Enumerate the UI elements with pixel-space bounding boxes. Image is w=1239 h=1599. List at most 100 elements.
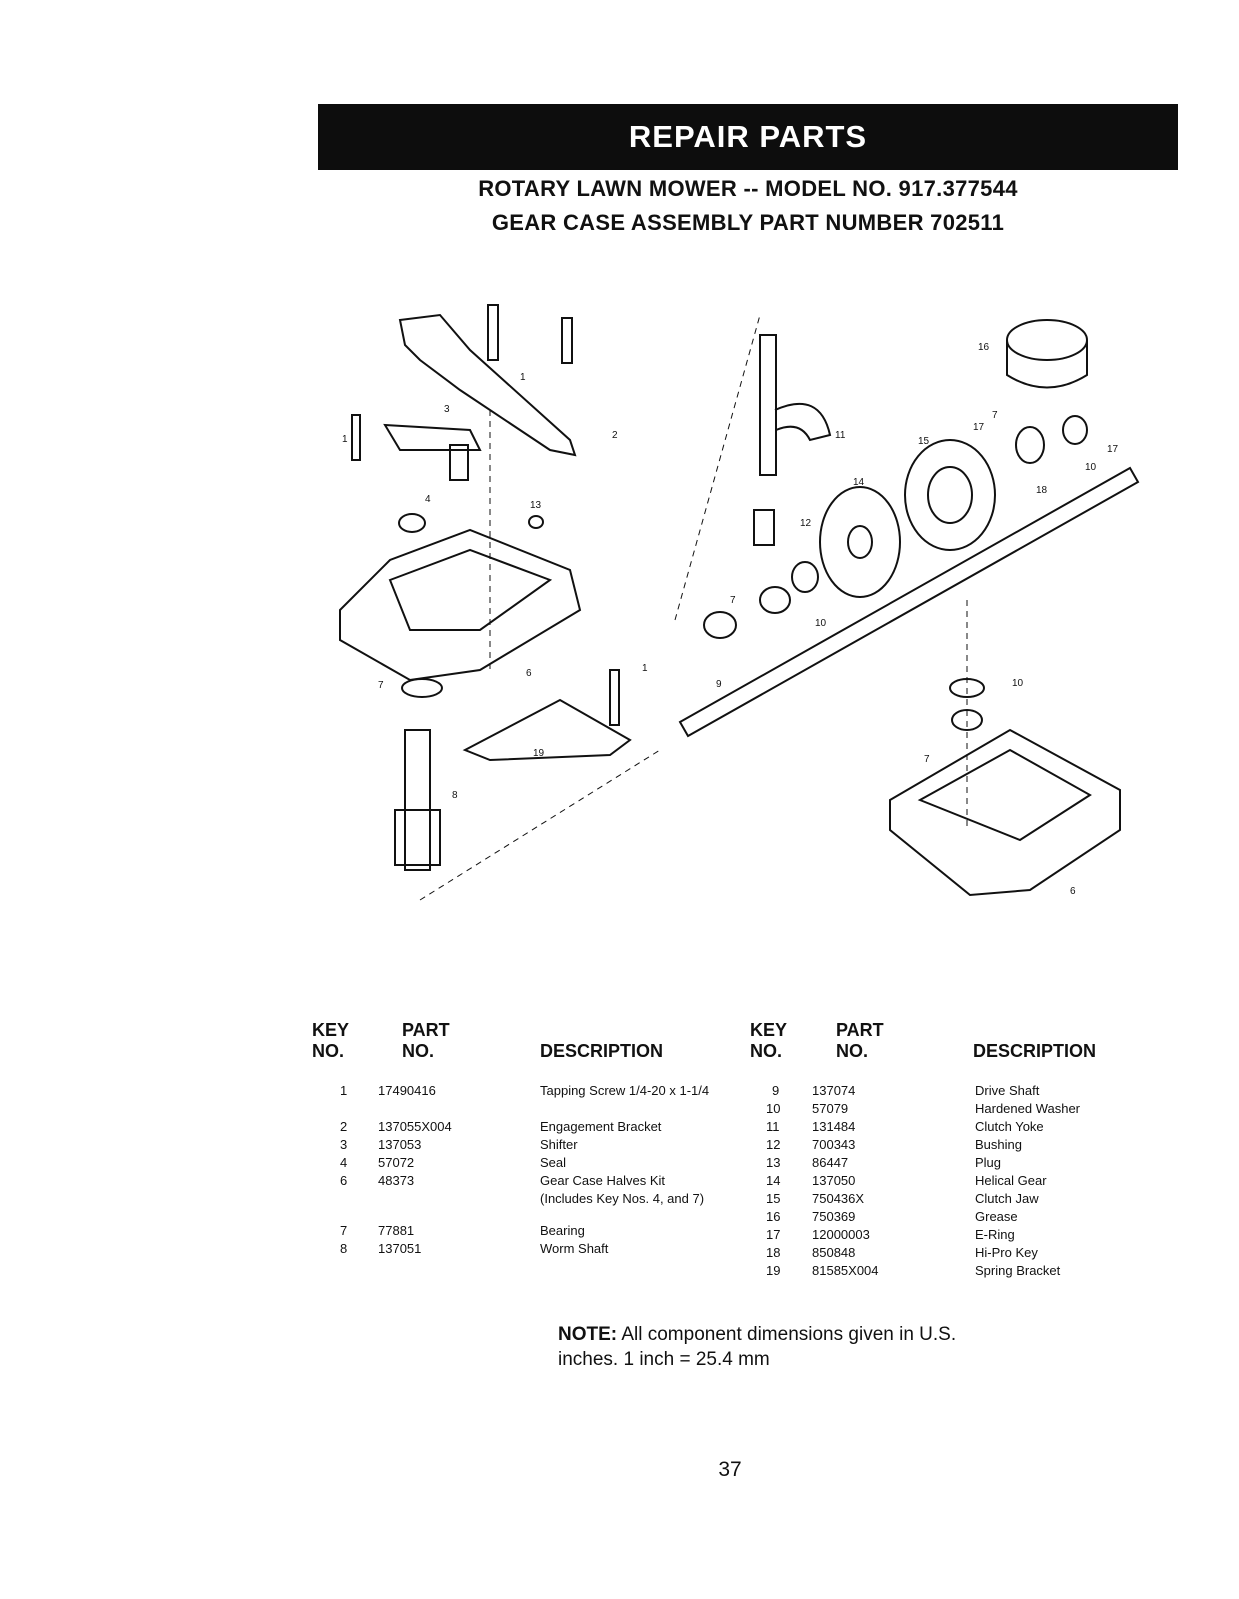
key-no: 7 — [340, 1223, 348, 1238]
bearing — [401, 678, 443, 698]
tapping-screw — [487, 304, 499, 361]
part-no: 48373 — [378, 1173, 415, 1188]
callout-label: 9 — [716, 679, 722, 690]
callout-label: 13 — [530, 500, 542, 511]
part-no: 750436X — [812, 1191, 865, 1206]
callout-label: 6 — [526, 668, 532, 679]
part-no: 131484 — [812, 1119, 856, 1134]
part-description: Grease — [975, 1209, 1018, 1224]
part-no: 137074 — [812, 1083, 856, 1098]
hardened-washer — [759, 586, 791, 614]
callout-label: 14 — [853, 477, 865, 488]
key-no: 9 — [772, 1083, 780, 1098]
key-no: 12 — [766, 1137, 781, 1152]
key-no: 1 — [340, 1083, 348, 1098]
part-no: 137050 — [812, 1173, 856, 1188]
part-no: 700343 — [812, 1137, 856, 1152]
part-description: Helical Gear — [975, 1173, 1047, 1188]
callout-label: 1 — [642, 663, 648, 674]
callout-label: 11 — [835, 430, 846, 441]
part-no: 81585X004 — [812, 1263, 879, 1278]
part-no: 850848 — [812, 1245, 856, 1260]
key-no: 14 — [766, 1173, 781, 1188]
callout-label: 8 — [452, 790, 458, 801]
part-description: Hardened Washer — [975, 1101, 1081, 1116]
part-description: Drive Shaft — [975, 1083, 1040, 1098]
callout-label: 7 — [992, 410, 998, 421]
part-no: 137053 — [378, 1137, 422, 1152]
gear-case-upper — [339, 528, 582, 682]
callout-label: 7 — [378, 680, 384, 691]
gear-case-lower — [889, 728, 1121, 897]
callout-label: 16 — [978, 342, 990, 353]
callout-label: 10 — [1085, 462, 1097, 473]
key-no-header: KEY NO. — [750, 1020, 787, 1061]
tapping-screw — [561, 317, 573, 364]
part-no: 86447 — [812, 1155, 849, 1170]
section-banner: REPAIR PARTS — [318, 104, 1178, 170]
key-no: 19 — [766, 1263, 781, 1278]
plug — [528, 515, 544, 529]
seal — [398, 513, 426, 533]
part-no: 77881 — [378, 1223, 415, 1238]
tapping-screw — [609, 669, 620, 726]
part-description: Gear Case Halves Kit (Includes Key Nos. … — [540, 1173, 705, 1206]
part-no: 57072 — [378, 1155, 415, 1170]
callout-label: 2 — [612, 430, 618, 441]
clutch-yoke — [759, 334, 777, 476]
callout-label: 6 — [1070, 886, 1076, 897]
description-header: DESCRIPTION — [540, 1041, 664, 1061]
banner-title: REPAIR PARTS — [628, 119, 868, 154]
part-no: 57079 — [812, 1101, 849, 1116]
part-description: Bushing — [975, 1137, 1022, 1152]
key-no: 18 — [766, 1245, 781, 1260]
part-description: Seal — [540, 1155, 567, 1170]
tapping-screw — [351, 414, 361, 461]
key-no: 4 — [340, 1155, 348, 1170]
part-no-header: PART NO. — [402, 1020, 450, 1061]
drive-shaft — [678, 466, 1140, 738]
callout-label: 17 — [1107, 444, 1119, 455]
key-no: 2 — [340, 1119, 348, 1134]
key-no: 13 — [766, 1155, 781, 1170]
model-title: ROTARY LAWN MOWER -- MODEL NO. 917.37754… — [478, 176, 1018, 201]
description-header: DESCRIPTION — [973, 1041, 1097, 1061]
part-description: Worm Shaft — [540, 1241, 609, 1256]
part-description: Engagement Bracket — [540, 1119, 662, 1134]
dimension-note: NOTE: All component dimensions given in … — [558, 1322, 1018, 1372]
part-description: Spring Bracket — [975, 1263, 1061, 1278]
key-no: 10 — [766, 1101, 781, 1116]
key-no: 16 — [766, 1209, 781, 1224]
callout-label: 18 — [1036, 485, 1048, 496]
key-no: 3 — [340, 1137, 348, 1152]
callout-label: 4 — [425, 494, 431, 505]
helical-gear — [819, 486, 901, 598]
key-no-header: KEY NO. — [312, 1020, 349, 1061]
e-ring — [1062, 415, 1088, 445]
key-no: 6 — [340, 1173, 348, 1188]
part-no: 750369 — [812, 1209, 856, 1224]
callout-label: 7 — [924, 754, 930, 765]
part-description: Hi-Pro Key — [975, 1245, 1038, 1260]
key-no: 15 — [766, 1191, 781, 1206]
key-no: 11 — [766, 1119, 780, 1134]
bushing — [753, 509, 775, 546]
key-no: 8 — [340, 1241, 348, 1256]
callout-label: 12 — [800, 518, 812, 529]
part-description: Bearing — [540, 1223, 585, 1238]
part-no: 137055X004 — [378, 1119, 452, 1134]
shifter — [383, 423, 482, 451]
part-description: Plug — [975, 1155, 1002, 1170]
callout-label: 10 — [1012, 678, 1024, 689]
key-no: 17 — [766, 1227, 781, 1242]
part-no: 137051 — [378, 1241, 422, 1256]
callout-label: 10 — [815, 618, 827, 629]
part-description: Clutch Jaw — [975, 1191, 1039, 1206]
part-no: 17490416 — [378, 1083, 436, 1098]
exploded-parts-diagram: 1 1 2 3 4 13 6 7 8 19 1 11 12 14 15 16 1… — [339, 304, 1140, 901]
part-description: E-Ring — [975, 1227, 1015, 1242]
hardened-washer — [791, 561, 819, 593]
bearing — [703, 611, 737, 639]
callout-label: 1 — [520, 372, 526, 383]
worm-shaft — [404, 729, 431, 871]
